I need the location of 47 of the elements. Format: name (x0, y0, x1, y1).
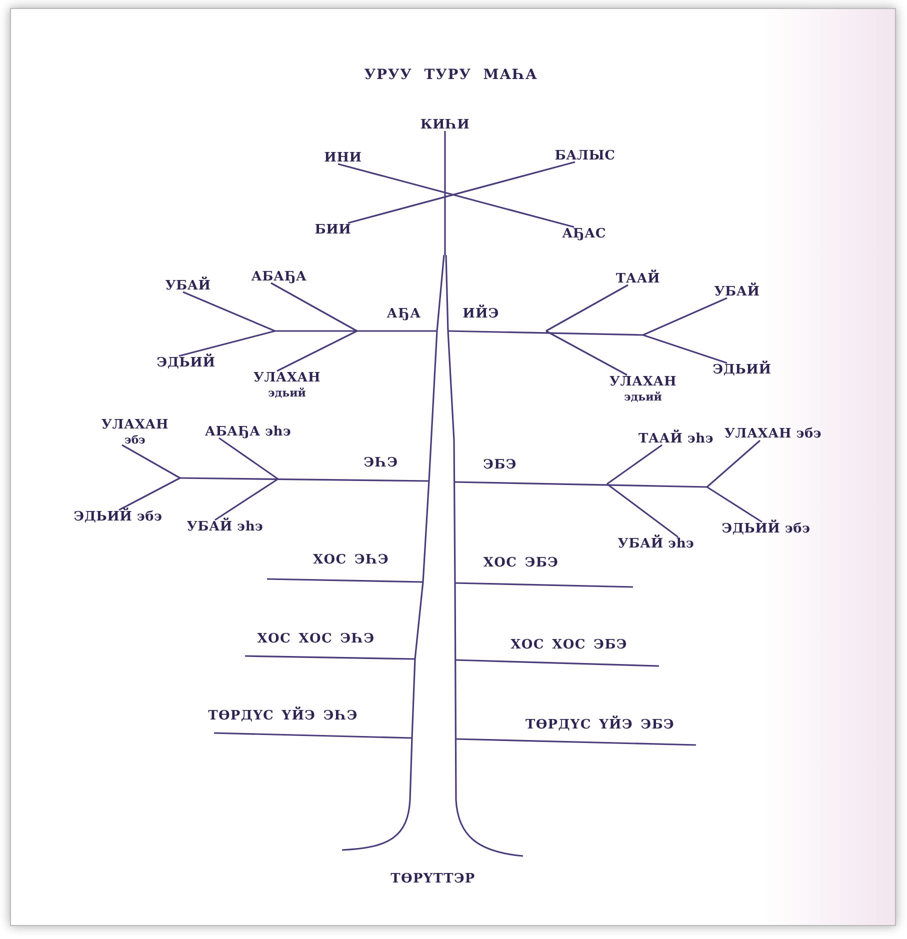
twig-line (122, 444, 180, 479)
branch-label: ХОС ЭБЭ (483, 556, 559, 570)
branch-label: ЭҺЭ (364, 456, 398, 470)
branch-label: ЭБЭ (483, 458, 517, 472)
branch-label: ХОС ХОС ЭҺЭ (257, 632, 375, 646)
twig-line (118, 477, 180, 511)
twig-line (182, 291, 276, 332)
kin-term: БИИ (314, 223, 352, 236)
kin-term: ЭДЬИЙ эбэ (722, 522, 810, 535)
kin-term: ИНИ (324, 151, 362, 164)
kin-term: АБАҔА эһэ (204, 425, 292, 438)
kin-term: УБАЙ (165, 279, 211, 292)
kin-term: АҔАС (562, 227, 606, 240)
twig-line (270, 282, 358, 332)
kin-term: УЛАХАН эбэ (724, 428, 822, 440)
twig-line (706, 440, 761, 488)
branch-label: ХОС ЭҺЭ (313, 554, 389, 566)
kin-term: УЛАХАН эдьий (253, 371, 321, 398)
kin-term: БАЛЫС (554, 149, 616, 162)
kin-term: ЭДЬИЙ (712, 363, 772, 376)
kin-term: УБАЙ эһэ (618, 537, 694, 550)
kin-term: УЛАХАН эбэ (101, 418, 169, 445)
twig-line (546, 330, 628, 376)
twig-line (606, 483, 678, 538)
twig-line (276, 330, 358, 372)
kin-term: ТААЙ (616, 272, 660, 285)
stem-line (444, 131, 446, 255)
kin-term: УБАЙ (714, 285, 760, 298)
kin-term: АБАҔА (251, 270, 307, 283)
branch-label: ХОС ХОС ЭБЭ (510, 638, 628, 652)
kin-term: КИҺИ (420, 118, 470, 131)
kin-term: ЭДЬИЙ эбэ (74, 510, 162, 523)
twig-line (642, 297, 728, 336)
kin-term: УЛАХАН эдьий (609, 375, 677, 402)
roots-label: ТӨРҮТТЭР (390, 872, 476, 886)
kin-term: УБАЙ эһэ (186, 520, 264, 533)
kin-term: ЭДЬИЙ (156, 356, 216, 369)
branch-label: АҔА (386, 308, 422, 320)
twig-line (606, 444, 662, 485)
twig-line (706, 486, 762, 523)
diagram-title: УРУУ ТУРУ МАҺА (364, 68, 538, 82)
twig-line (218, 437, 278, 480)
twig-line (642, 334, 728, 364)
twig-line (546, 284, 628, 332)
twig-line (178, 330, 276, 357)
kin-term: ТААЙ эһэ (638, 432, 714, 445)
twig-line (214, 478, 278, 521)
